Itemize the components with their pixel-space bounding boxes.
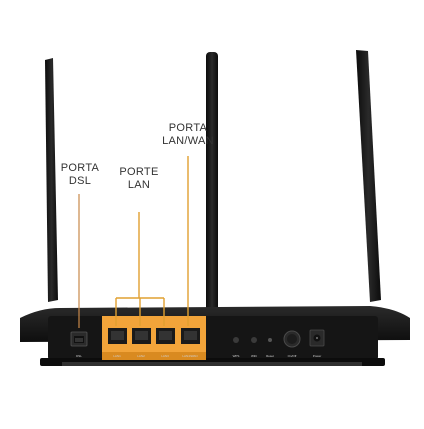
antenna-middle xyxy=(206,52,218,330)
lan-callout-line1: PORTE xyxy=(119,166,159,178)
lan1-port-label: LAN1 xyxy=(113,354,121,358)
lan-callout-line2: LAN xyxy=(127,179,151,191)
callout-lines xyxy=(78,156,189,328)
lanwan-callout-line2: LAN/WAN xyxy=(162,135,214,147)
antenna-left xyxy=(45,58,58,302)
dsl-port-label: DSL xyxy=(76,354,82,358)
lan-port-panel: LAN1 LAN2 LAN3 LAN4/WAN xyxy=(102,316,206,360)
wifi-button: WiFi xyxy=(251,337,257,358)
power-switch: On/Off xyxy=(283,330,301,358)
wifi-label: WiFi xyxy=(251,354,257,358)
lanwan-port-label: LAN4/WAN xyxy=(182,354,197,358)
power-jack: Power xyxy=(309,329,325,358)
reset-button: Reset xyxy=(266,338,274,358)
power-label: Power xyxy=(313,354,322,358)
dsl-port: DSL xyxy=(70,331,88,358)
antenna-right xyxy=(356,50,381,302)
lanwan-port: LAN4/WAN xyxy=(181,328,200,358)
dsl-callout-line2: DSL xyxy=(68,175,92,187)
lan3-port-label: LAN3 xyxy=(161,354,169,358)
lanwan-callout-line1: PORTA xyxy=(168,122,208,134)
lan-bracket xyxy=(115,212,165,326)
lan-callout: PORTE LAN xyxy=(116,166,162,192)
reset-label: Reset xyxy=(266,354,274,358)
lan2-port-label: LAN2 xyxy=(137,354,145,358)
dsl-callout-line1: PORTA xyxy=(60,162,100,174)
lan1-port: LAN1 xyxy=(108,328,127,358)
dsl-callout: PORTA DSL xyxy=(58,162,102,188)
wps-button: WPS xyxy=(233,337,240,358)
onoff-label: On/Off xyxy=(288,354,297,358)
lan2-port: LAN2 xyxy=(132,328,151,358)
lanwan-callout: PORTA LAN/WAN xyxy=(158,122,218,148)
wps-label: WPS xyxy=(233,354,240,358)
lan3-port: LAN3 xyxy=(156,328,175,358)
